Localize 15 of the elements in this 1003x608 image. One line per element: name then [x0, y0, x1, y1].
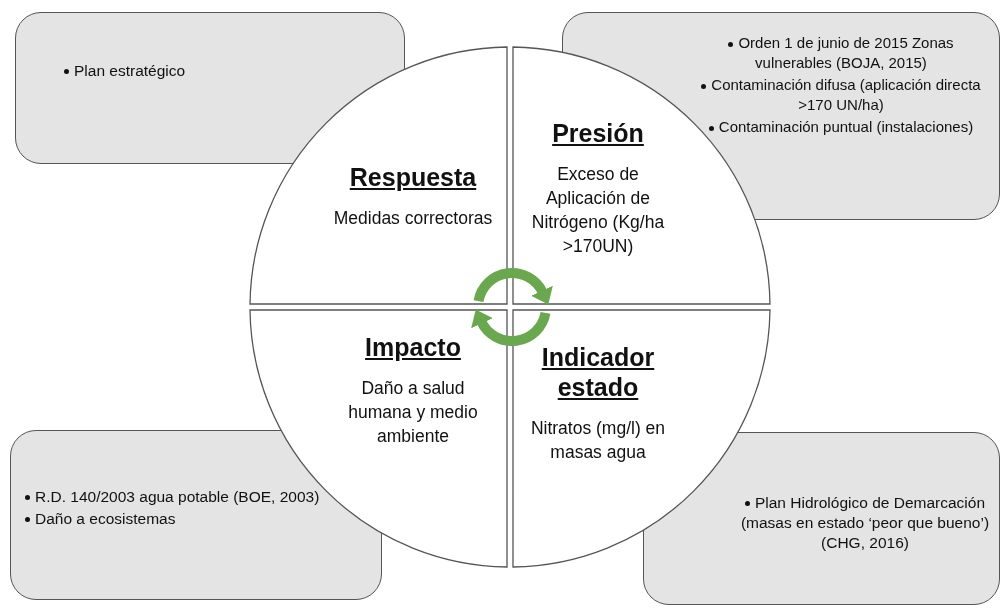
quadrant-heading: Respuesta: [348, 162, 478, 192]
quadrant-heading: Impacto: [364, 332, 462, 362]
bullet-item: Contaminación difusa (aplicación directa >170 UN/ha): [701, 75, 981, 115]
quadrant-heading: Presión: [551, 118, 645, 148]
quadrant-text: Medidas correctoras: [332, 207, 494, 230]
cycle-arrow: [471, 310, 551, 346]
bullet-item: Plan estratégico: [64, 61, 364, 81]
quadrant-text: Daño a salud humana y medio ambiente: [347, 377, 479, 448]
bullet-item: Plan Hidrológico de Demarcación (masas en estado ‘peor que bueno’) (CHG, 2016): [739, 493, 991, 553]
cycle-arrow: [473, 268, 553, 304]
quadrant-text: Exceso de Aplicación de Nitrógeno (Kg/ha >170UN): [530, 163, 666, 258]
bullet-item: Orden 1 de junio de 2015 Zonas vulnerables (BOJA, 2015): [701, 33, 981, 73]
quadrant-text: Nitratos (mg/l) en masas agua: [529, 417, 667, 464]
quadrant-heading: Indicador estado: [540, 342, 656, 402]
bullet-item: Contaminación puntual (instalaciones): [701, 117, 981, 137]
